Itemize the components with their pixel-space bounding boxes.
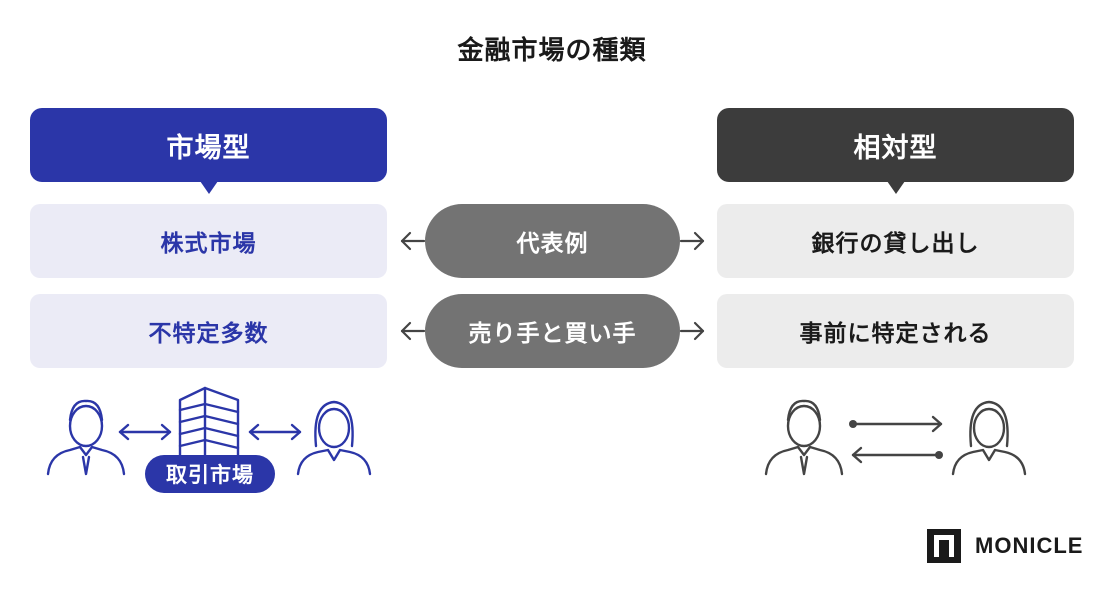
- building-icon: [178, 386, 240, 462]
- relative-example-cell: 銀行の貸し出し: [717, 204, 1074, 278]
- left-arrow-icon: [400, 321, 426, 341]
- market-type-header: 市場型: [30, 108, 387, 194]
- female-person-icon: [296, 400, 372, 476]
- diagram-title: 金融市場の種類: [457, 36, 647, 66]
- relative-type-header: 相対型: [717, 108, 1074, 194]
- relative-parties-cell: 事前に特定される: [717, 294, 1074, 368]
- example-row-label: 代表例: [425, 204, 680, 278]
- right-arrow-icon: [679, 321, 705, 341]
- market-parties-cell: 不特定多数: [30, 294, 387, 368]
- brand-name: MONICLE: [975, 533, 1084, 558]
- market-example-cell: 株式市場: [30, 204, 387, 278]
- monicle-logo-icon: [927, 529, 961, 563]
- male-person-icon: [46, 399, 126, 476]
- male-person-icon: [764, 399, 844, 476]
- double-arrow-icon: [118, 423, 172, 441]
- left-arrow-icon: [400, 231, 426, 251]
- exchange-market-badge: 取引市場: [145, 455, 275, 493]
- double-arrow-icon: [248, 423, 302, 441]
- female-person-icon: [951, 400, 1027, 476]
- transfer-arrows-icon: [851, 415, 943, 464]
- parties-row-label: 売り手と買い手: [425, 294, 680, 368]
- right-arrow-icon: [679, 231, 705, 251]
